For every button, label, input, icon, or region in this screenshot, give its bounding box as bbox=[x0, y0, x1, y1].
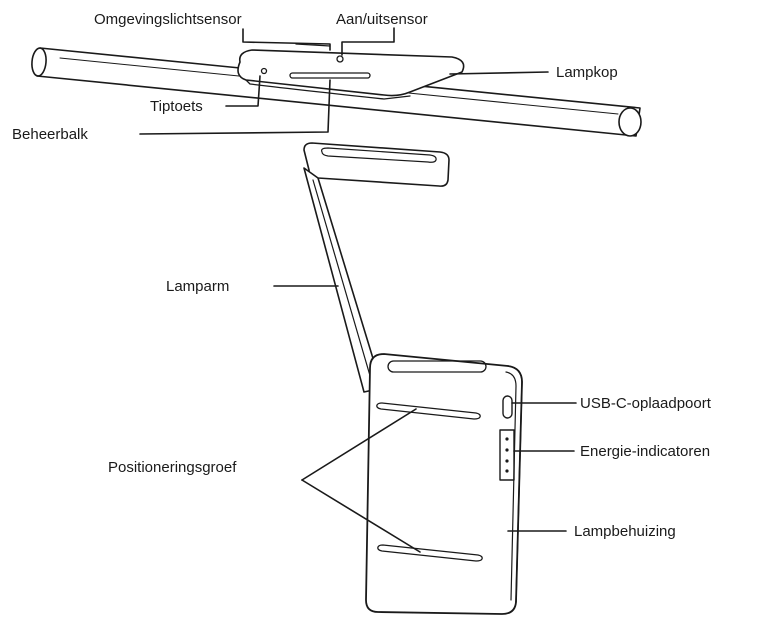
leader-positioning-groove-bottom bbox=[301, 479, 421, 553]
control-bar-slot bbox=[289, 72, 371, 79]
leader-positioning-groove-top bbox=[301, 408, 417, 481]
label-ambient-light-sensor: Omgevingslichtsensor bbox=[94, 11, 242, 28]
leader-lamp-head bbox=[449, 71, 549, 75]
power-led-4 bbox=[505, 469, 509, 473]
touch-key-dot bbox=[260, 67, 268, 75]
lamp-housing bbox=[365, 353, 523, 615]
usb-c-port bbox=[502, 395, 513, 419]
power-indicator-panel bbox=[499, 429, 515, 481]
label-lamp-housing: Lampbehuizing bbox=[574, 523, 676, 540]
lamp-head bbox=[237, 43, 465, 100]
power-led-2 bbox=[505, 448, 509, 452]
label-usb-c-port: USB-C-oplaadpoort bbox=[580, 395, 712, 412]
positioning-groove-bottom bbox=[377, 544, 483, 562]
label-power-indicators: Energie-indicatoren bbox=[580, 443, 710, 460]
on-off-sensor-dot bbox=[336, 55, 344, 63]
leader-control-bar bbox=[139, 79, 331, 135]
power-led-3 bbox=[505, 459, 509, 463]
leader-lines bbox=[139, 27, 577, 553]
label-touch-key: Tiptoets bbox=[150, 98, 203, 115]
leader-touch-key bbox=[225, 75, 261, 107]
label-lamp-arm: Lamparm bbox=[166, 278, 229, 295]
power-led-1 bbox=[505, 437, 509, 441]
label-positioning-groove: Positioneringsgroef bbox=[108, 459, 237, 476]
label-lamp-head: Lampkop bbox=[556, 64, 618, 81]
leader-ambient-light-sensor bbox=[242, 28, 331, 51]
leader-on-off-sensor bbox=[341, 27, 395, 56]
label-control-bar: Beheerbalk bbox=[12, 126, 88, 143]
positioning-groove-top bbox=[376, 402, 481, 420]
label-on-off-sensor: Aan/uitsensor bbox=[336, 11, 428, 28]
housing-top-slot bbox=[387, 360, 487, 373]
ambient-sensor-strip bbox=[295, 43, 331, 47]
